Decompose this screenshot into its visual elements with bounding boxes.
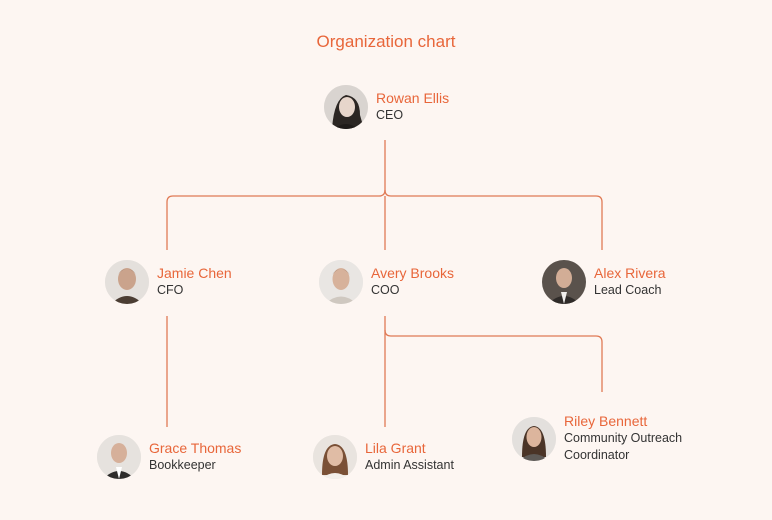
person-role: Lead Coach (594, 283, 662, 297)
person-role: CFO (157, 283, 184, 297)
person-role: Bookkeeper (149, 458, 216, 472)
avatar (512, 416, 556, 461)
connector-coo-outreach (384, 329, 603, 392)
person-name: Grace Thomas (149, 440, 242, 456)
node-bookkeeper[interactable]: Grace Thomas Bookkeeper (97, 435, 241, 479)
person-name: Avery Brooks (371, 265, 454, 281)
node-lead-coach[interactable]: Alex Rivera Lead Coach (542, 260, 666, 304)
person-role: CEO (376, 108, 404, 122)
avatar (97, 435, 141, 479)
person-name: Alex Rivera (594, 265, 666, 281)
person-role: COO (371, 283, 400, 297)
avatar (324, 85, 368, 129)
person-role: Community Outreach Coordinator (564, 431, 683, 462)
node-ceo[interactable]: Rowan Ellis CEO (324, 85, 449, 129)
avatar (319, 260, 363, 304)
node-cfo[interactable]: Jamie Chen CFO (105, 260, 232, 304)
node-outreach-coordinator[interactable]: Riley Bennett Community Outreach Coordin… (512, 413, 682, 464)
person-name: Lila Grant (365, 440, 426, 456)
avatar (105, 260, 149, 304)
avatar (313, 435, 357, 479)
person-name: Rowan Ellis (376, 90, 450, 106)
node-coo[interactable]: Avery Brooks COO (319, 260, 454, 304)
person-name: Jamie Chen (157, 265, 232, 281)
node-admin-assistant[interactable]: Lila Grant Admin Assistant (313, 435, 454, 479)
avatar (542, 260, 586, 304)
person-name: Riley Bennett (564, 413, 648, 429)
connector-ceo-bus (166, 189, 603, 250)
person-role: Admin Assistant (365, 458, 454, 472)
chart-title: Organization chart (316, 32, 456, 51)
